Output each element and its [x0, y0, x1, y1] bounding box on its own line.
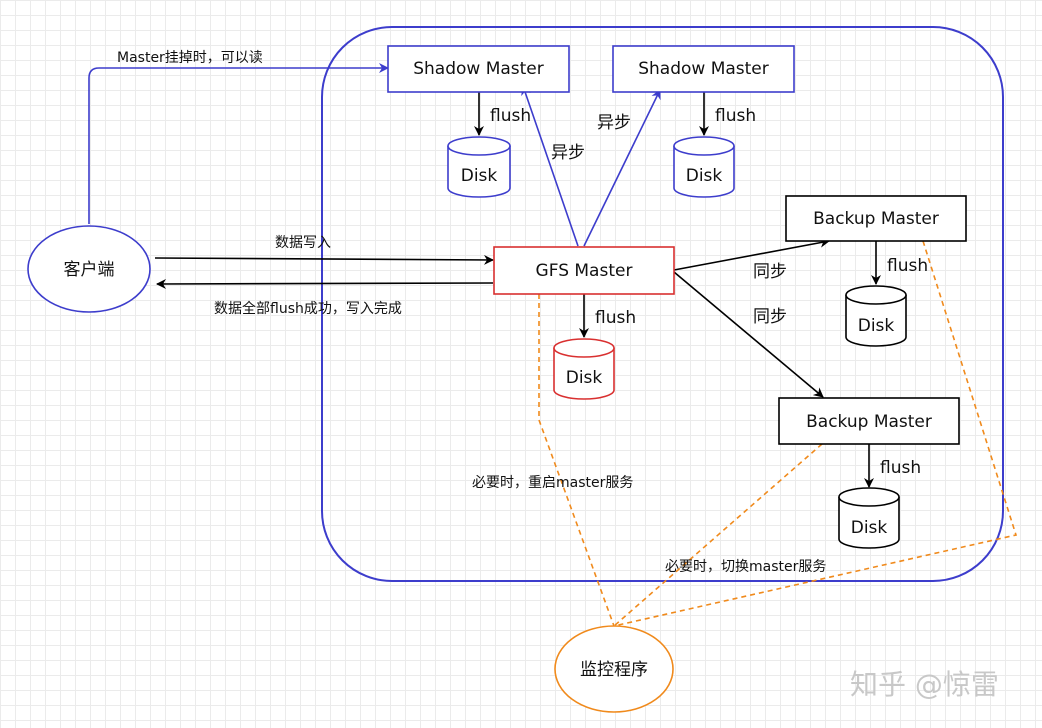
edge-gfs-to-shadow-left — [521, 85, 579, 247]
edge-client-to-shadow-master — [88, 63, 389, 224]
backup-master-bottom-label: Backup Master — [806, 412, 932, 432]
monitor-node — [554, 625, 674, 713]
edge-gfs-to-backup-bottom — [673, 271, 824, 398]
disk-shadow-right-label: Disk — [686, 166, 723, 186]
edge-client-to-gfs-master — [154, 254, 494, 265]
disk-gfs-master: Disk — [553, 338, 615, 400]
edge-label-flush-gfs: flush — [595, 308, 636, 328]
edge-gfs-master-to-client — [156, 278, 494, 289]
disk-backup-top: Disk — [845, 285, 907, 347]
shadow-master-right — [612, 45, 795, 93]
client-node — [27, 225, 151, 313]
disk-backup-bottom: Disk — [838, 487, 900, 549]
gfs-master-label: GFS Master — [536, 261, 633, 281]
edge-monitor-to-gfs — [538, 294, 615, 627]
backup-master-top-label: Backup Master — [813, 209, 939, 229]
system-boundary — [321, 26, 1004, 582]
gfs-master — [493, 246, 675, 295]
edge-label-flush-shadow-right: flush — [715, 106, 756, 126]
watermark: 知乎 @惊雷 — [850, 668, 999, 701]
edge-gfs-to-shadow-right — [583, 89, 661, 247]
edge-label-data-write: 数据写入 — [275, 235, 331, 251]
disk-backup-top-label: Disk — [858, 316, 895, 336]
edge-label-sync-top: 同步 — [753, 262, 787, 282]
monitor-label: 监控程序 — [580, 660, 648, 680]
edge-label-flush-backup-bottom: flush — [880, 458, 921, 478]
backup-master-top — [785, 195, 967, 242]
shadow-master-left — [387, 45, 570, 93]
edge-monitor-to-backup-bottom — [613, 443, 823, 627]
edge-label-switch-master: 必要时，切换master服务 — [665, 558, 826, 575]
disk-shadow-left-label: Disk — [461, 166, 498, 186]
disk-backup-bottom-label: Disk — [851, 518, 888, 538]
client-label: 客户端 — [64, 260, 115, 280]
backup-master-bottom — [778, 397, 960, 445]
edge-label-async-right: 异步 — [597, 113, 631, 133]
shadow-master-left-label: Shadow Master — [413, 59, 544, 79]
edge-label-flush-shadow-left: flush — [490, 106, 531, 126]
edge-label-flush-done: 数据全部flush成功，写入完成 — [214, 300, 402, 317]
edge-monitor-to-backup-top — [613, 240, 1018, 627]
shadow-master-right-label: Shadow Master — [638, 59, 769, 79]
edge-label-flush-backup-top: flush — [887, 256, 928, 276]
edge-label-restart-master: 必要时，重启master服务 — [472, 475, 633, 491]
disk-gfs-master-label: Disk — [566, 368, 603, 388]
edge-label-async-left: 异步 — [551, 143, 585, 163]
disk-shadow-right: Disk — [673, 136, 735, 198]
disk-shadow-left: Disk — [447, 136, 511, 198]
edge-label-sync-bottom: 同步 — [753, 307, 787, 327]
edge-label-master-down-read: Master挂掉时，可以读 — [117, 49, 263, 66]
edge-gfs-to-backup-top — [673, 237, 830, 271]
